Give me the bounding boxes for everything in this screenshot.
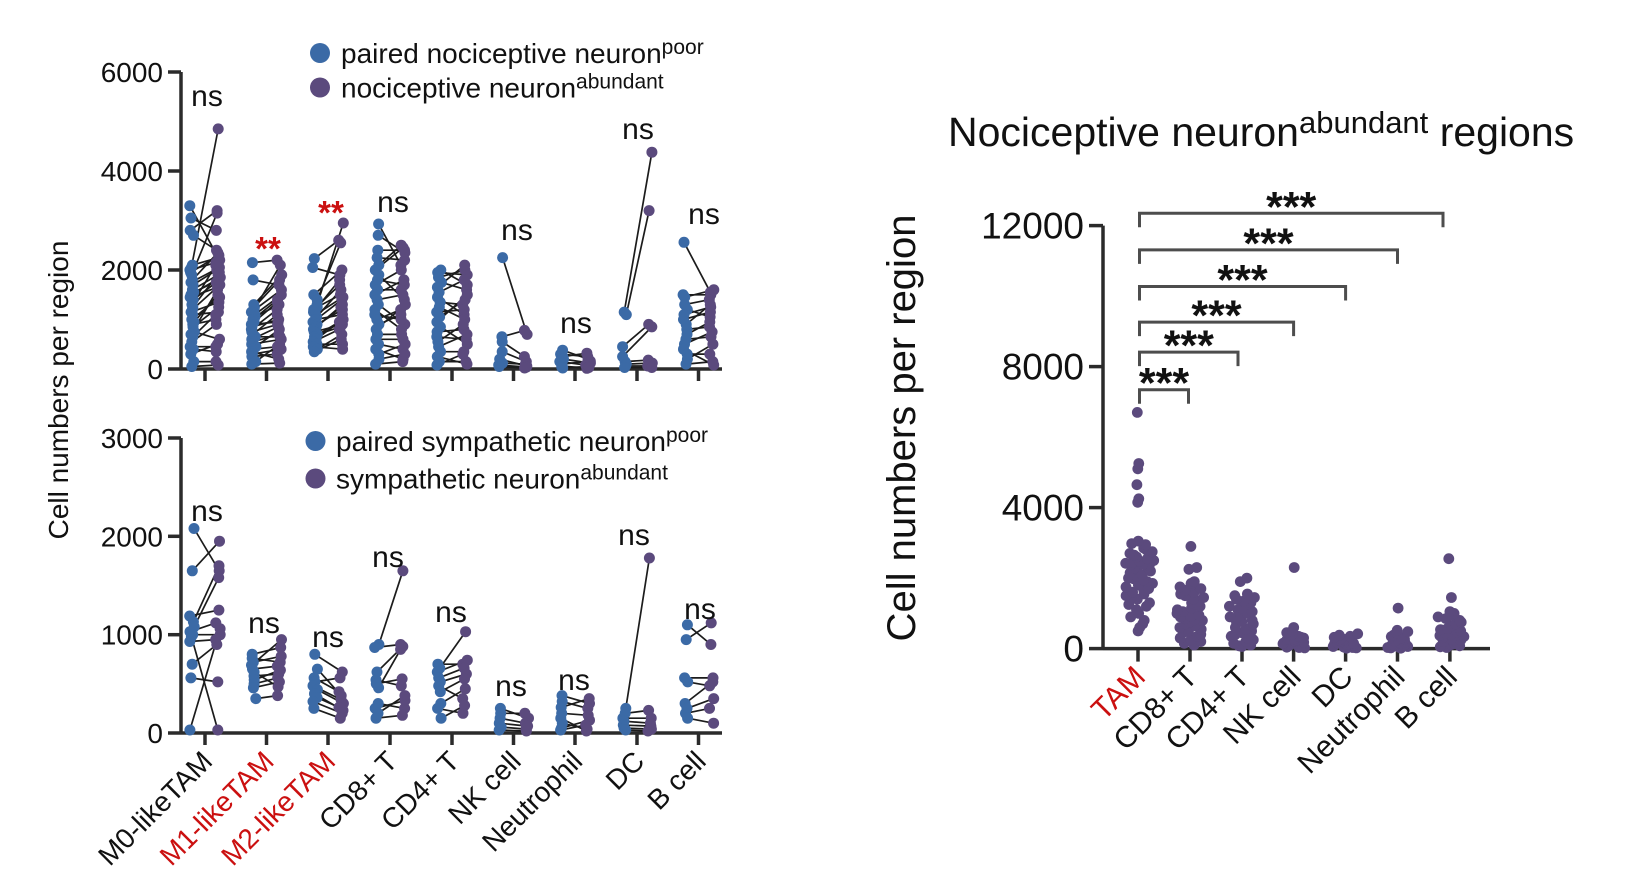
svg-text:ns: ns (560, 307, 592, 340)
svg-text:**: ** (255, 230, 281, 267)
svg-text:***: *** (1191, 292, 1241, 340)
svg-text:ns: ns (372, 541, 404, 574)
svg-text:3000: 3000 (101, 423, 163, 454)
svg-text:paired sympathetic neuronpoor: paired sympathetic neuronpoor (336, 424, 708, 457)
svg-text:4000: 4000 (1002, 488, 1084, 529)
svg-text:2000: 2000 (101, 255, 163, 286)
svg-text:***: *** (1164, 322, 1214, 370)
svg-text:ns: ns (618, 519, 650, 552)
svg-text:Cell numbers per region: Cell numbers per region (43, 241, 74, 540)
svg-text:ns: ns (191, 80, 223, 113)
svg-text:8000: 8000 (1002, 347, 1084, 388)
svg-text:paired nociceptive neuronpoor: paired nociceptive neuronpoor (341, 36, 704, 69)
svg-text:***: *** (1266, 183, 1316, 231)
svg-text:12000: 12000 (981, 206, 1084, 247)
svg-text:1000: 1000 (101, 620, 163, 651)
svg-text:ns: ns (435, 596, 467, 629)
svg-text:ns: ns (688, 198, 720, 231)
svg-text:ns: ns (684, 593, 716, 626)
svg-text:ns: ns (622, 113, 654, 146)
svg-text:2000: 2000 (101, 521, 163, 552)
svg-text:**: ** (318, 194, 344, 231)
svg-text:***: *** (1243, 220, 1293, 268)
svg-text:Cell numbers per region: Cell numbers per region (880, 215, 924, 642)
svg-text:4000: 4000 (101, 156, 163, 187)
svg-text:***: *** (1139, 360, 1189, 408)
svg-text:6000: 6000 (101, 57, 163, 88)
svg-text:ns: ns (191, 495, 223, 528)
svg-text:ns: ns (495, 670, 527, 703)
svg-text:ns: ns (501, 214, 533, 247)
svg-text:Nociceptive neuronabundant reg: Nociceptive neuronabundant regions (948, 105, 1574, 155)
svg-text:0: 0 (147, 718, 163, 749)
svg-text:0: 0 (147, 354, 163, 385)
svg-text:ns: ns (248, 607, 280, 640)
svg-text:***: *** (1217, 257, 1267, 305)
svg-text:ns: ns (377, 186, 409, 219)
svg-text:0: 0 (1063, 629, 1084, 670)
svg-text:ns: ns (312, 621, 344, 654)
svg-text:ns: ns (558, 664, 590, 697)
